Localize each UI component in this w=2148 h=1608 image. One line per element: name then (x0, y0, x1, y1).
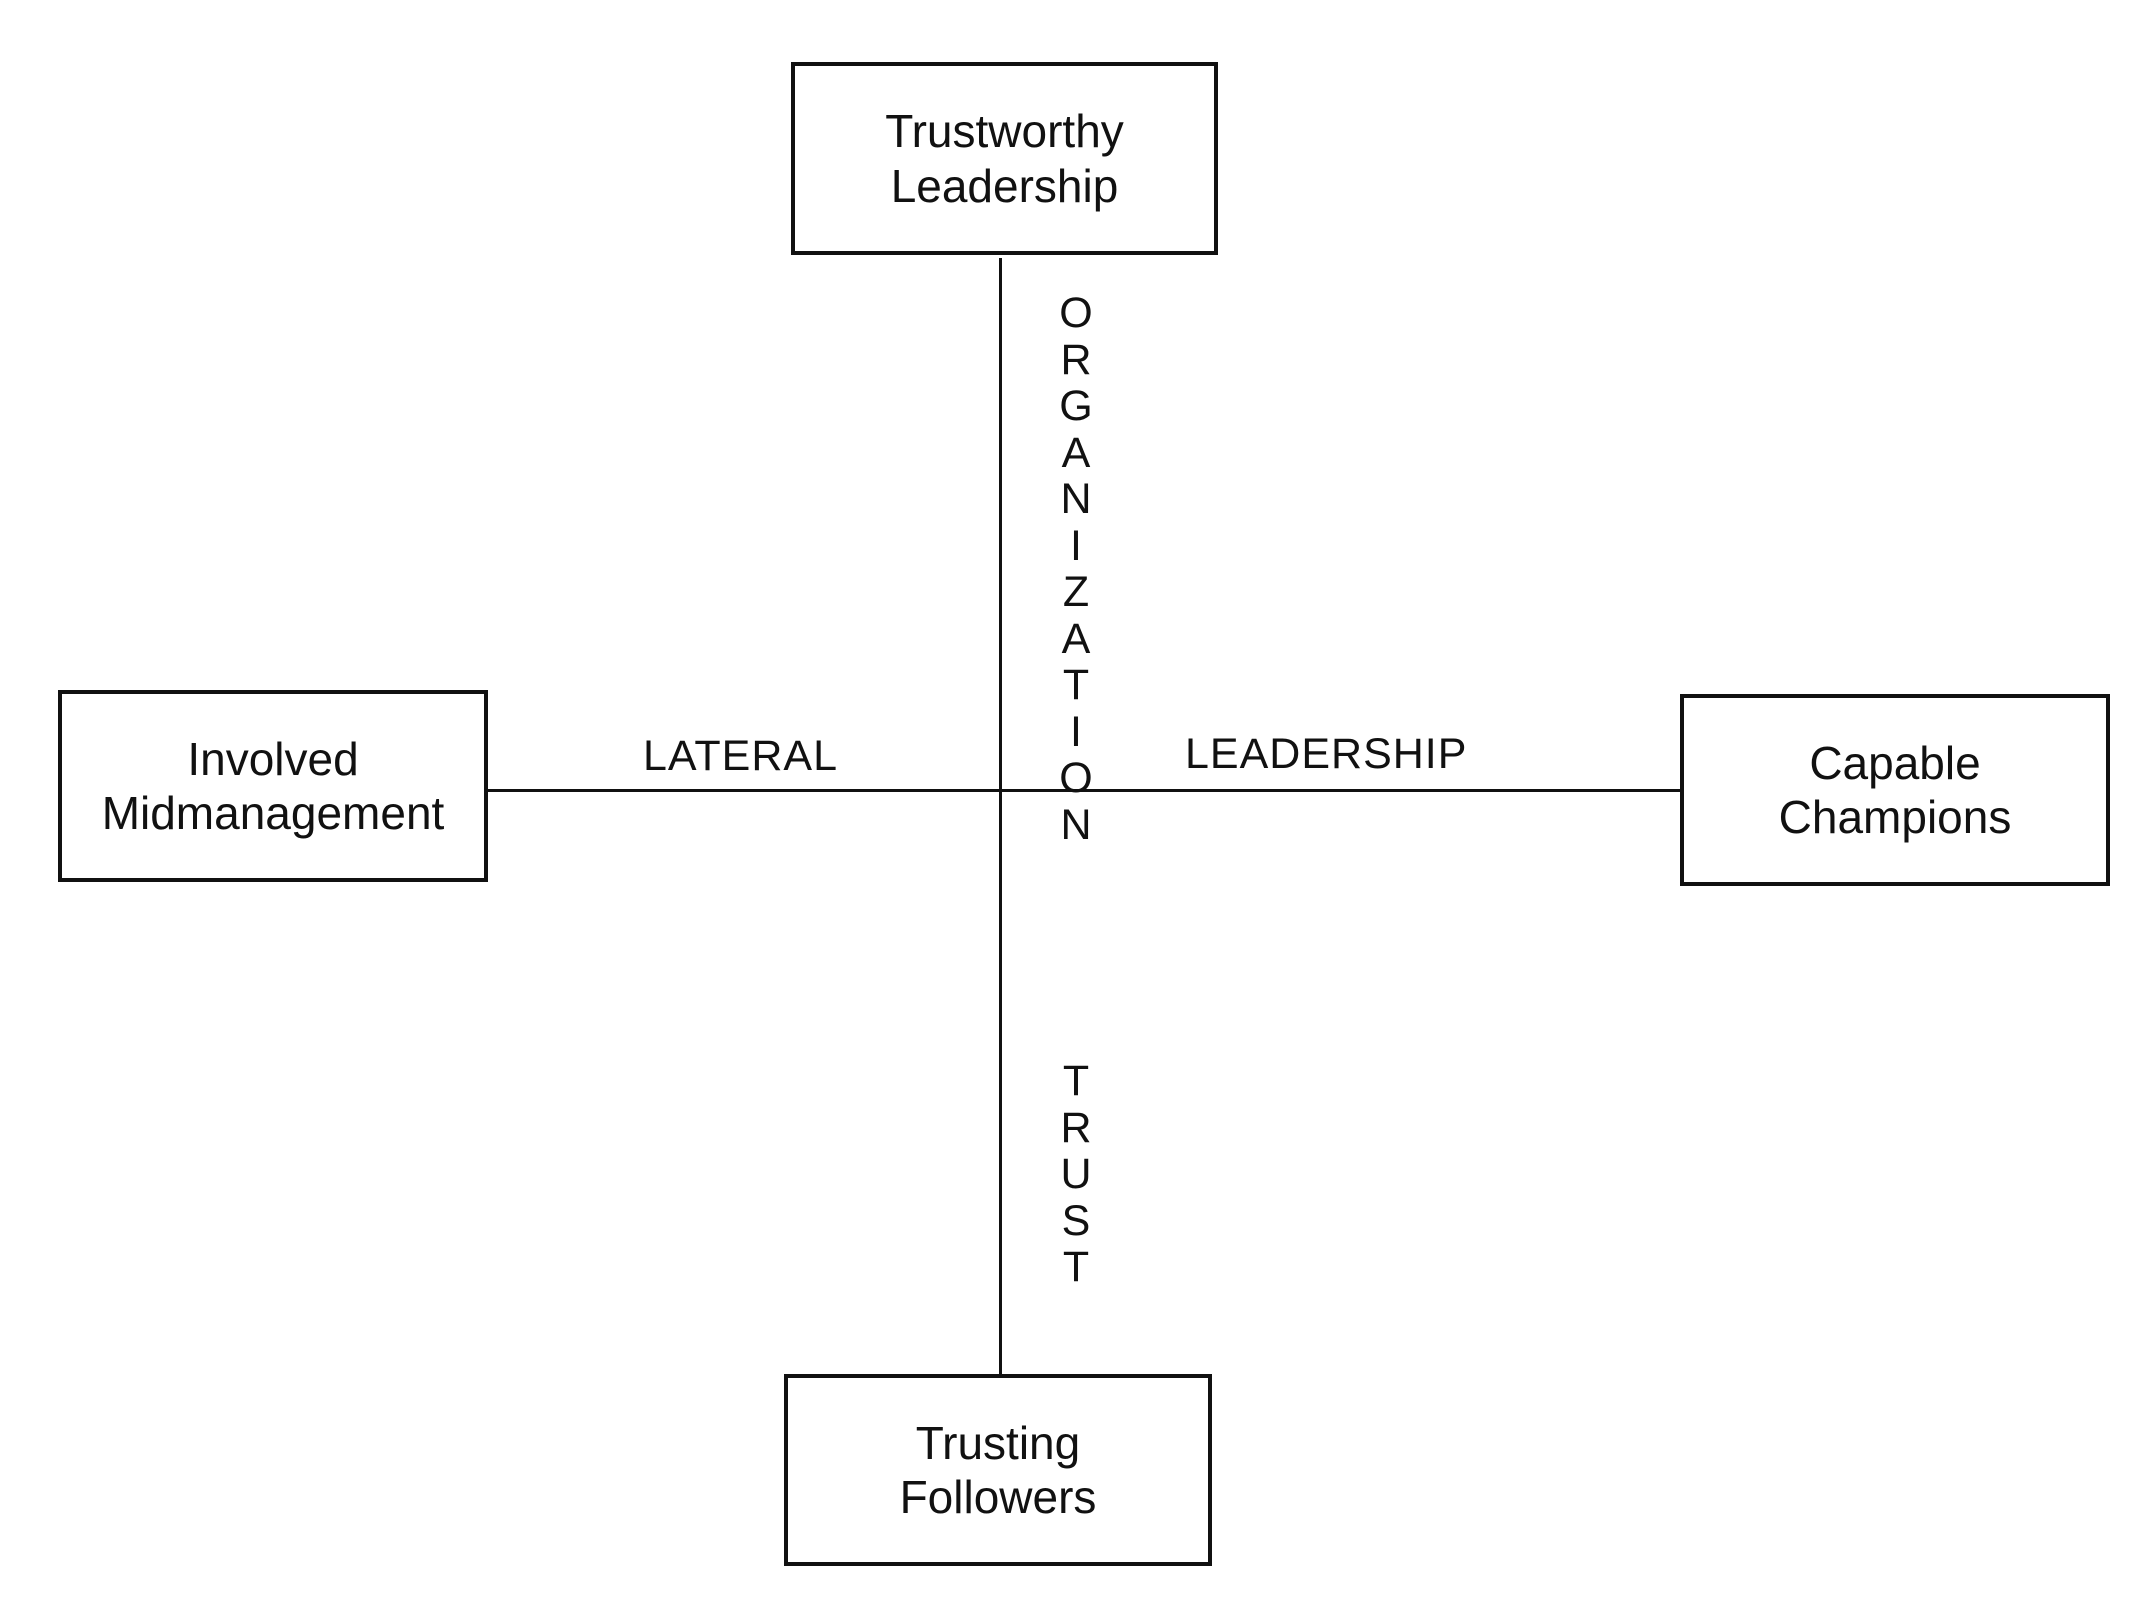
label-organization-vertical-letter: O (1059, 754, 1093, 802)
box-bottom-line-2: Followers (899, 1471, 1097, 1523)
box-capable-champions: Capable Champions (1680, 694, 2110, 886)
label-trust-vertical-letter: S (1061, 1196, 1091, 1245)
label-organization-vertical-letter: N (1060, 800, 1092, 849)
vertical-axis-line (999, 258, 1002, 1376)
label-organization-vertical-letter: A (1061, 428, 1091, 477)
box-right-line-1: Capable (1809, 736, 1981, 789)
label-lateral: LATERAL (643, 732, 838, 780)
label-trust-vertical-letter: R (1060, 1103, 1092, 1152)
box-involved-midmanagement: Involved Midmanagement (58, 690, 488, 882)
label-organization-vertical-letter: T (1062, 661, 1090, 709)
box-top-line-1: Trustworthy (885, 105, 1124, 158)
box-left-line-2: Midmanagement (101, 787, 445, 839)
label-organization-vertical-letter: G (1059, 382, 1093, 430)
box-trustworthy-leadership: Trustworthy Leadership (791, 62, 1218, 255)
box-trusting-followers: Trusting Followers (784, 1374, 1212, 1566)
box-top-line-2: Leadership (890, 159, 1119, 212)
horizontal-axis-line-right (999, 789, 1681, 792)
label-organization-vertical-letter: I (1070, 707, 1082, 756)
label-organization-vertical-letter: N (1060, 475, 1092, 523)
label-organization-vertical-letter: I (1070, 521, 1082, 570)
label-trust-vertical-letter: T (1062, 1057, 1090, 1105)
box-bottom-line-1: Trusting (915, 1416, 1081, 1469)
box-left-line-1: Involved (187, 732, 359, 785)
label-organization-vertical-letter: R (1060, 335, 1092, 384)
label-organization-vertical-letter: Z (1062, 568, 1090, 616)
label-trust-vertical-letter: U (1060, 1150, 1092, 1198)
label-trust-vertical-letter: T (1062, 1243, 1090, 1291)
label-organization-vertical-letter: A (1061, 614, 1091, 663)
box-right-line-2: Champions (1778, 791, 2012, 843)
horizontal-axis-line-left (488, 789, 1004, 792)
label-organization-vertical-letter: O (1059, 289, 1093, 337)
label-leadership: LEADERSHIP (1185, 730, 1468, 778)
